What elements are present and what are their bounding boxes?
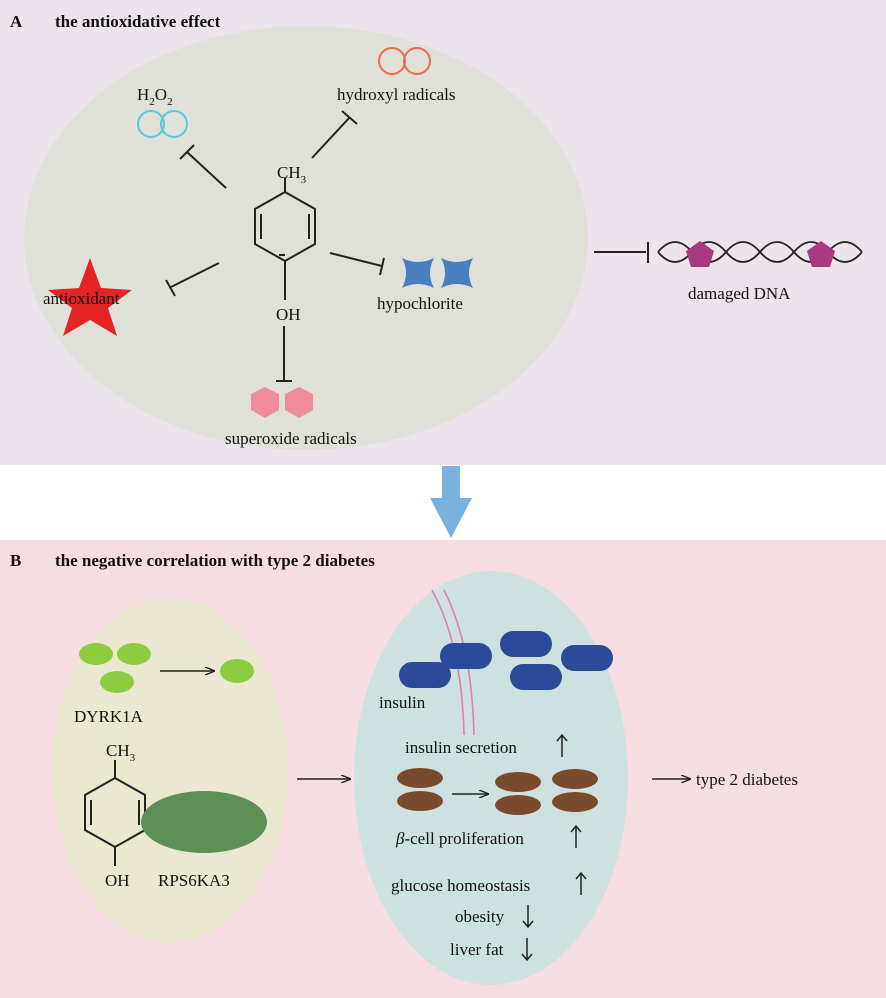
dna-label: damaged DNA (688, 284, 791, 303)
panel-b-cresol-structure-icon (84, 760, 146, 866)
insulin-molecules-icon (399, 631, 613, 690)
panel-a-cell-ellipse (24, 26, 588, 450)
liver-fat-row: liver fat (450, 938, 533, 962)
rps6ka3-ellipse-icon (141, 791, 267, 853)
cresol-ch3-label: CH3 (277, 163, 307, 186)
svg-text:CH3: CH3 (106, 741, 136, 764)
svg-text:CH3: CH3 (277, 163, 307, 186)
beta-cells-icon (397, 768, 598, 815)
beta-cell-proliferation-label: β-cell proliferation (395, 829, 524, 848)
panel-b: B the negative correlation with type 2 d… (0, 540, 886, 998)
dyrk1a-ovals-icon (79, 643, 254, 693)
cresol-structure-icon (254, 178, 316, 300)
beta-cell-up-arrow-icon (570, 824, 582, 848)
insulin-secretion-up-arrow-icon (556, 733, 568, 757)
obesity-label: obesity (455, 907, 505, 926)
liver-fat-down-arrow-icon (521, 938, 533, 962)
cresol-oh-label: OH (276, 305, 301, 324)
down-arrow-icon (430, 466, 472, 538)
panel-a-letter: A (10, 12, 23, 31)
obesity-row: obesity (455, 905, 534, 929)
panel-b-oh-label: OH (105, 871, 130, 890)
hypochlorite-label: hypochlorite (377, 294, 463, 313)
rps6ka3-label: RPS6KA3 (158, 871, 230, 890)
panel-b-ch3-label: CH3 (106, 741, 136, 764)
obesity-down-arrow-icon (522, 905, 534, 929)
glucose-up-arrow-icon (575, 871, 587, 895)
type2-diabetes-label: type 2 diabetes (696, 770, 798, 789)
panel-a: A the antioxidative effect H2O2 hydroxyl… (0, 0, 886, 465)
superoxide-inhibition-line (276, 326, 292, 382)
hydroxyl-inhibition-line (311, 110, 358, 159)
panel-b-title: the negative correlation with type 2 dia… (55, 551, 375, 570)
dna-inhibition-line (594, 242, 649, 263)
superoxide-hexagons-icon (251, 387, 313, 418)
glucose-homeostasis-row: glucose homeostasis (391, 871, 587, 895)
dyrk1a-label: DYRK1A (74, 707, 144, 726)
svg-text:H2O2: H2O2 (137, 85, 173, 108)
antioxidant-star-icon (48, 258, 132, 336)
antioxidant-label: antioxidant (43, 289, 120, 308)
hypochlorite-inhibition-line (329, 252, 385, 276)
insulin-label: insulin (379, 693, 426, 712)
h2o2-label: H2O2 (137, 85, 173, 108)
glucose-homeostasis-label: glucose homeostasis (391, 876, 530, 895)
hydroxyl-label: hydroxyl radicals (337, 85, 456, 104)
liver-fat-label: liver fat (450, 940, 504, 959)
h2o2-circles-icon (137, 110, 188, 138)
panel-b-letter: B (10, 551, 21, 570)
insulin-secretion-row: insulin secretion (405, 733, 568, 757)
panel-a-title: the antioxidative effect (55, 12, 221, 31)
insulin-secretion-label: insulin secretion (405, 738, 517, 757)
hydroxyl-circles-icon (378, 47, 431, 75)
beta-cell-proliferation-row: β-cell proliferation (395, 824, 582, 848)
h2o2-inhibition-line (179, 144, 227, 189)
antioxidant-inhibition-line (165, 262, 220, 297)
superoxide-label: superoxide radicals (225, 429, 357, 448)
dna-pentagon-icon (686, 241, 835, 267)
hypochlorite-shape-icon (402, 258, 473, 288)
